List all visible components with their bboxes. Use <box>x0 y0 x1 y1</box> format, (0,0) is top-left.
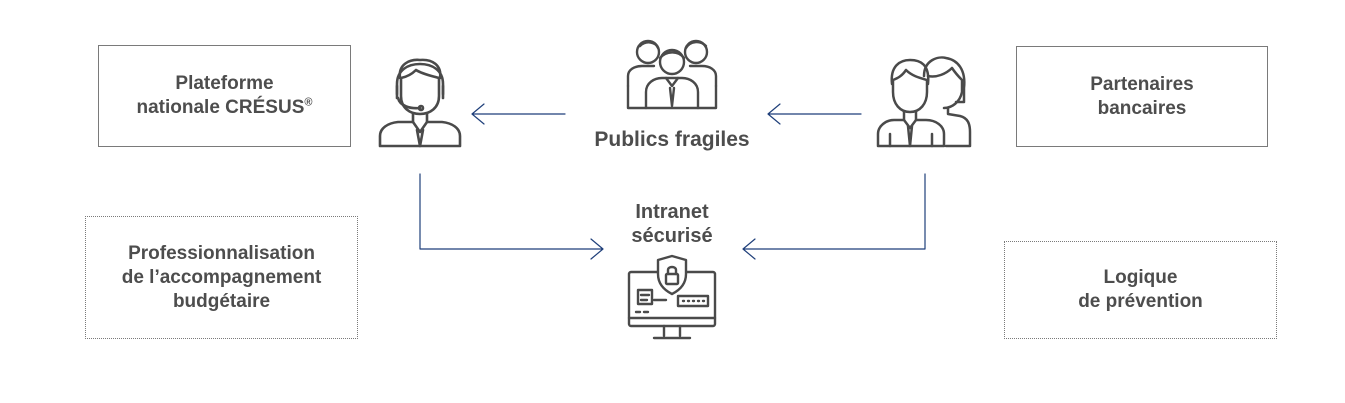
prevention-box: Logique de prévention <box>1004 241 1277 339</box>
professionalisation-line3: budgétaire <box>172 290 271 312</box>
arrow-partners-to-intranet <box>742 173 926 260</box>
intranet-label: Intranet sécurisé <box>572 200 772 248</box>
platform-label-line1: Plateforme <box>175 73 274 94</box>
intranet-label-line1: Intranet <box>635 201 709 223</box>
platform-box: Plateforme nationale CRÉSUS® <box>98 45 351 147</box>
publics-fragiles-label: Publics fragiles <box>594 128 750 151</box>
professionalisation-line1: Professionnalisation <box>128 242 315 264</box>
arrow-platform-to-intranet <box>419 173 604 260</box>
prevention-line1: Logique <box>1103 267 1178 288</box>
secure-computer-icon <box>627 254 717 340</box>
professionalisation-line2: de l’accompagnement <box>121 266 322 288</box>
intranet-label-line2: sécurisé <box>631 225 713 247</box>
group-of-people-icon <box>626 39 718 110</box>
arrow-partners-to-publics <box>767 103 862 125</box>
professionalisation-box: Professionnalisation de l’accompagnement… <box>85 216 358 339</box>
arrow-publics-to-platform <box>471 103 566 125</box>
platform-label-line2: nationale CRÉSUS <box>136 97 305 118</box>
partners-label-line1: Partenaires <box>1090 73 1194 95</box>
partners-box: Partenaires bancaires <box>1016 46 1268 147</box>
operator-headset-icon <box>378 58 462 148</box>
business-couple-icon <box>876 56 972 148</box>
prevention-line2: de prévention <box>1078 291 1203 312</box>
registered-mark: ® <box>304 96 313 109</box>
partners-label-line2: bancaires <box>1097 97 1187 119</box>
